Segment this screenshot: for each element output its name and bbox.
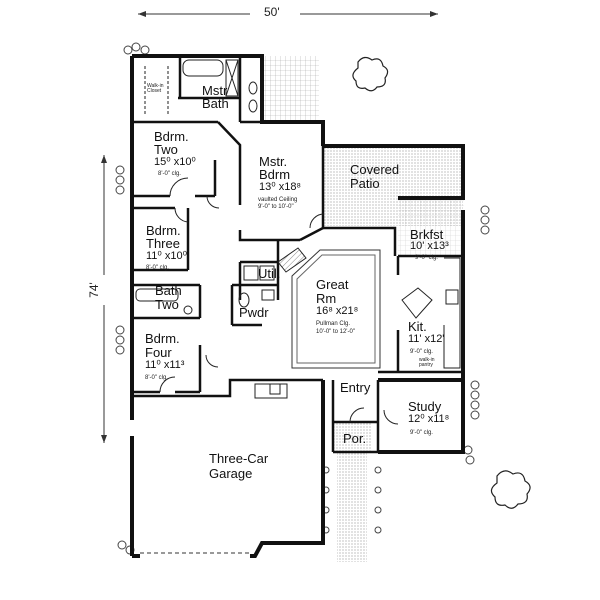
overall-depth-label: 74' [86,282,101,298]
great-rm-size: 16⁸ x21⁸ [316,305,359,317]
overall-depth-dimension [101,155,107,443]
bdrm-two-name-1: Bdrm. [154,129,189,144]
bath-two-name-2: Two [155,297,179,312]
pwdr-label: Pwdr [239,305,269,320]
util-label: Util. [258,266,281,281]
bdrm-three-name-2: Three [146,236,180,251]
bdrm-four-name-2: Four [145,345,172,360]
kit-size: 11' x12' [408,333,445,345]
bdrm-two-name-2: Two [154,142,178,157]
great-rm-name-1: Great [316,277,349,292]
kit-name: Kit. [408,319,427,334]
trees [352,56,531,509]
bath-two-name-1: Bath [155,283,182,298]
covered-patio-name-2: Patio [350,176,380,191]
mstr-bdrm-size: 13⁰ x18⁸ [259,181,302,193]
mstr-bdrm-note-1: vaulted Ceiling [258,197,298,203]
kit-note: 9'-0" clg. [410,349,433,355]
bdrm-three-note: 8'-0" clg. [146,265,169,271]
por-label: Por. [343,431,367,446]
brkfst-note: 9'-0" clg. [415,255,438,261]
brkfst-size: 10' x13³ [410,240,449,252]
mstr-bath-label: Mstr Bath [202,83,229,111]
bdrm-two-note: 8'-0" clg. [158,171,181,177]
garage-name-1: Three-Car [209,451,269,466]
porch-surface [333,422,371,452]
overall-width-label: 50' [264,5,280,19]
bdrm-three-name-1: Bdrm. [146,223,181,238]
great-rm-name-2: Rm [316,291,337,306]
overall-width-dimension [138,11,438,17]
great-rm-note-2: 10'-0" to 12'-0" [316,329,355,335]
brkfst-name: Brkfst [410,227,444,242]
walk-in-closet-label: Walk-in Closet [147,83,164,94]
bdrm-four-note: 8'-0" clg. [145,375,168,381]
walkway [337,452,367,562]
bdrm-three-size: 11⁰ x10⁰ [146,250,188,262]
garage-name-2: Garage [209,466,253,481]
great-rm-note-1: Pullman Clg. [316,321,351,327]
study-size: 12⁰ x11⁸ [408,413,450,425]
kit-pantry: walk-in pantry [419,357,435,368]
study-note: 9'-0" clg. [410,430,433,436]
bdrm-four-size: 11⁰ x11³ [145,359,185,371]
deck-grid [262,56,319,122]
brkfst-floor [398,198,464,256]
fixtures [135,59,461,425]
mstr-bdrm-name-1: Mstr. [259,154,288,169]
bdrm-four-name-1: Bdrm. [145,331,180,346]
landscaping-shrubs [115,42,490,555]
entry-label: Entry [340,380,371,395]
interior-walls [132,56,464,454]
bdrm-two-size: 15⁰ x10⁰ [154,156,196,168]
covered-patio-name-1: Covered [350,162,400,177]
mstr-bdrm-name-2: Bdrm [259,167,291,182]
study-name: Study [408,399,442,414]
mstr-bdrm-note-2: 9'-0" to 10'-0" [258,204,294,210]
